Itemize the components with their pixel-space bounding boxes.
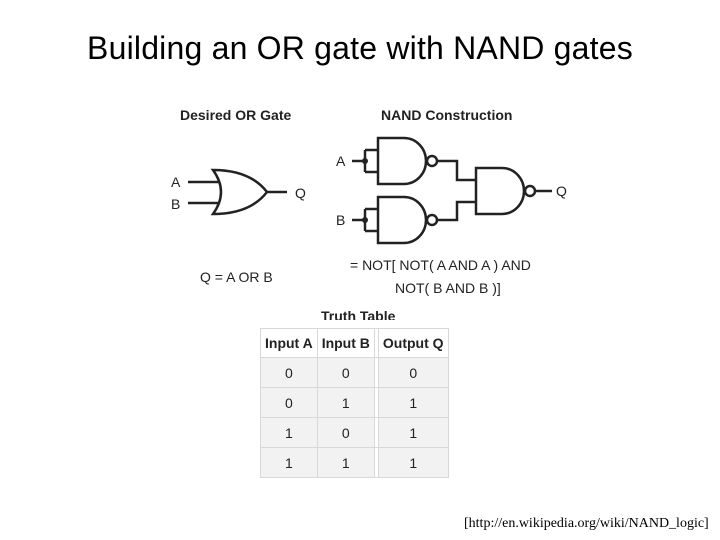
nand-gate-output [474,166,526,216]
cell-input-a: 0 [260,388,318,418]
nand-bubble-top [425,154,439,168]
header-input-a: Input A [260,328,318,358]
cell-output-q: 1 [378,388,449,418]
table-row: 0 1 1 [260,388,449,418]
or-gate-symbol [188,168,287,216]
header-output-q: Output Q [378,328,449,358]
nand-circuit [352,136,552,245]
or-gate-heading: Desired OR Gate [180,107,292,123]
column-separator [374,328,379,358]
nand-construction-heading: NAND Construction [381,107,513,123]
logic-diagram: A B Q Q = A OR B A B Q = NOT[ NOT( A AND… [171,136,567,320]
table-row: 1 0 1 [260,418,449,448]
nand-bubble-bottom [425,213,439,227]
nand-equation-line2: NOT( B AND B )] [395,280,501,296]
column-separator [374,358,379,388]
truth-table-title: Truth Table [321,308,396,320]
junction-dots [362,158,368,223]
truth-table: Input A Input B Output Q 0 0 0 0 1 1 1 0… [260,328,449,478]
nand-input-a-label: A [336,153,346,169]
cell-input-b: 1 [317,448,375,478]
nand-gate-top [376,136,428,186]
or-input-a-label: A [171,174,181,190]
truth-table-header-row: Input A Input B Output Q [260,328,449,358]
header-input-b: Input B [317,328,375,358]
or-input-b-label: B [171,196,180,212]
slide-title: Building an OR gate with NAND gates [87,30,633,66]
cell-output-q: 1 [378,448,449,478]
table-row: 0 0 0 [260,358,449,388]
nand-equation-line1: = NOT[ NOT( A AND A ) AND [350,257,531,273]
cell-output-q: 0 [378,358,449,388]
or-equation: Q = A OR B [200,269,273,285]
nand-output-label: Q [556,183,567,199]
table-row: 1 1 1 [260,448,449,478]
cell-output-q: 1 [378,418,449,448]
nand-gate-bottom [376,195,428,245]
nand-bubble-output [523,184,537,198]
cell-input-b: 0 [317,358,375,388]
citation-link[interactable]: [http://en.wikipedia.org/wiki/NAND_logic… [464,516,709,531]
cell-input-a: 0 [260,358,318,388]
cell-input-b: 1 [317,388,375,418]
cell-input-b: 0 [317,418,375,448]
nand-input-b-label: B [336,212,345,228]
cell-input-a: 1 [260,418,318,448]
column-separator [374,418,379,448]
column-separator [374,388,379,418]
or-output-label: Q [295,185,306,201]
cell-input-a: 1 [260,448,318,478]
column-separator [374,448,379,478]
